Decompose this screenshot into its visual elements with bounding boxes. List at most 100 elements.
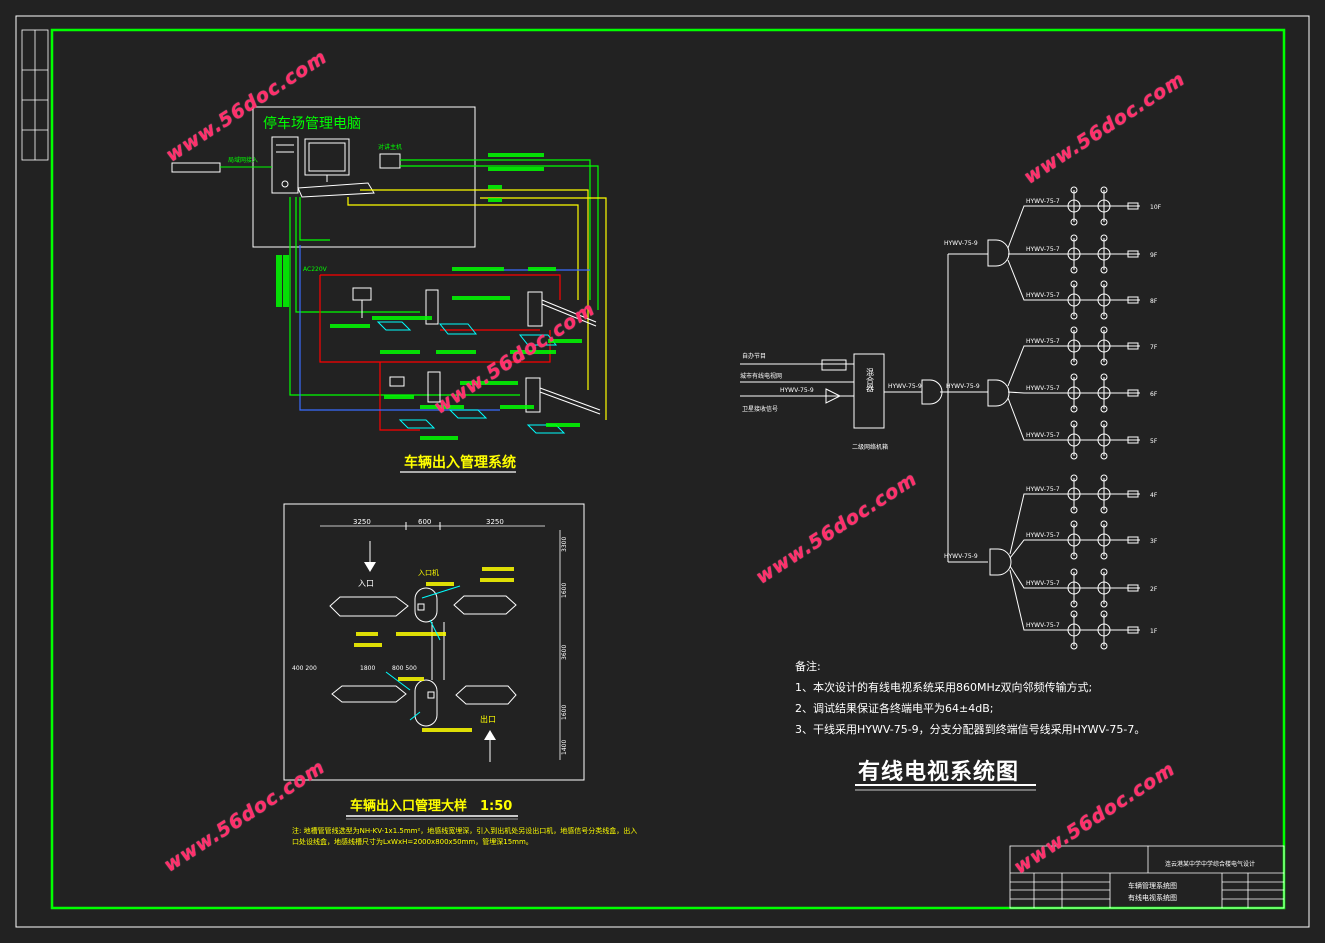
dim-right-2: 1600 [561,583,568,598]
main-splitter [921,379,943,405]
exit-ticket-machine [427,371,441,403]
trunk-cable-1: HYWV-75-9 [888,383,922,390]
outlet-icon [1127,296,1139,304]
dim-top-1: 3250 [353,518,371,526]
notes-heading: 备注: [795,660,821,673]
outlet-icon [1127,342,1139,350]
floor-label: 6F [1150,391,1158,398]
dim-right-1: 3300 [561,537,568,552]
label-entrance: 入口 [358,579,374,588]
display-screen-entry [352,287,372,301]
catv-floor-row: HYWV-75-7 7F [1026,326,1158,366]
floor-label: 9F [1150,252,1158,259]
binding-strip [21,29,49,161]
dim-right-5: 1400 [561,740,568,755]
mixer-box [853,353,885,429]
note-2: 2、调试结果保证各终端电平为64±4dB; [795,702,994,715]
source-label-1: 自办节目 [742,352,766,360]
catv-floor-row: HYWV-75-79F [1026,234,1158,274]
branch-cable-label: HYWV-75-7 [1026,532,1060,539]
keyboard [297,182,375,198]
catv-floor-row: HYWV-75-7 1F [1026,610,1158,650]
detail-scale: 1:50 [480,799,512,814]
parking-section-title: 车辆出入管理系统 [404,454,516,471]
outlet-icon [1127,389,1139,397]
outlet-icon [1127,436,1139,444]
detail-title: 车辆出入口管理大样 [350,798,467,814]
svg-text:局域网接入: 局域网接入 [228,156,258,164]
outlet-icon [1127,250,1139,258]
computer-tower [271,136,299,194]
dim-top-3: 3250 [486,518,504,526]
floor-label: 1F [1150,628,1158,635]
dim-right-4: 1600 [561,705,568,720]
display-screen-exit [389,376,405,387]
trunk-cable-3: HYWV-75-9 [946,383,980,390]
catv-labels: 自办节目 城市有线电视网 卫星接收信号 HYWV-75-9 混合器 二级网络机箱… [740,240,980,560]
branch-cable-label: HYWV-75-7 [1026,580,1060,587]
svg-text:对讲主机: 对讲主机 [378,143,402,151]
splitter-upper [987,239,1010,267]
note-1: 1、本次设计的有线电视系统采用860MHz双向邻频传输方式; [795,681,1093,694]
branch-cable-label: HYWV-75-7 [1026,622,1060,629]
outlet-icon [1127,626,1139,634]
catv-floor-row: HYWV-75-7 8F [1026,280,1158,320]
catv-floor-row: HYWV-75-7 10F [1026,186,1162,226]
dim-left-1: 400 200 [292,665,317,672]
control-room-title: 停车场管理电脑 [263,115,361,132]
floor-label: 5F [1150,438,1158,445]
trunk-cable-2: HYWV-75-9 [944,240,978,247]
detail-frame [283,503,585,781]
outlet-icon [1127,202,1139,210]
floor-label: 7F [1150,344,1158,351]
catv-floor-row: HYWV-75-7 4F [1026,474,1158,514]
project-name: 连云港某中学中学综合楼电气设计 [1165,860,1255,868]
label-exit: 出口 [480,714,496,724]
source-label-3: 卫星接收信号 [742,405,778,413]
inner-frame [50,28,1286,910]
splitter-lower [989,548,1012,576]
floor-label: 8F [1150,298,1158,305]
drawing-name-1: 车辆管理系统图 [1128,881,1177,890]
dim-right-3: 3600 [561,645,568,660]
catv-floor-rows: HYWV-75-710FHYWV-75-79FHYWV-75-78FHYWV-7… [1026,186,1162,650]
branch-cable-label: HYWV-75-7 [1026,385,1060,392]
branch-cable-label: HYWV-75-7 [1026,338,1060,345]
catv-title: 有线电视系统图 [858,760,1020,785]
branch-cable-label: HYWV-75-7 [1026,432,1060,439]
outlet-icon [1127,584,1139,592]
branch-cable-label: HYWV-75-7 [1026,198,1060,205]
drawing-name-2: 有线电视系统图 [1128,893,1177,902]
floor-label: 3F [1150,538,1158,545]
outlet-icon [1127,536,1139,544]
intercom-host [379,153,401,169]
mixer-note: 二级网络机箱 [852,443,888,451]
label-entry-machine: 入口机 [418,568,439,577]
floor-label: 4F [1150,492,1158,499]
entry-barrier-gate [527,291,543,327]
entrance-detail-plan: 3250 600 3250 3300 1600 3600 1600 1400 入… [283,503,637,846]
ac-label: AC220V [303,266,328,273]
outlet-icon [1127,490,1139,498]
title-block [1009,845,1285,909]
floor-label: 2F [1150,586,1158,593]
parking-system-diagram: 停车场管理电脑 对讲主机 局域网接入 [171,106,607,473]
trunk-cable-4: HYWV-75-9 [944,553,978,560]
dim-top-2: 600 [418,518,431,526]
source-label-2: 城市有线电视网 [740,372,782,380]
floor-label: 10F [1150,204,1162,211]
control-room-box [252,106,476,248]
exit-barrier-gate [525,377,541,413]
dim-left-2: 1800 [360,665,375,672]
catv-notes: 备注: 1、本次设计的有线电视系统采用860MHz双向邻频传输方式; 2、调试结… [795,656,1145,740]
monitor [304,138,350,176]
note-3: 3、干线采用HYWV-75-9，分支分配器到终端信号线采用HYWV-75-7。 [795,723,1146,736]
catv-floor-row: HYWV-75-7 3F [1026,520,1158,560]
trunk-cable-in: HYWV-75-9 [780,387,814,394]
entry-ticket-machine [425,289,439,325]
network-switch [171,162,221,173]
branch-cable-label: HYWV-75-7 [1026,292,1060,299]
catv-floor-row: HYWV-75-7 6F [1026,373,1158,413]
branch-cable-label: HYWV-75-7 [1026,486,1060,493]
